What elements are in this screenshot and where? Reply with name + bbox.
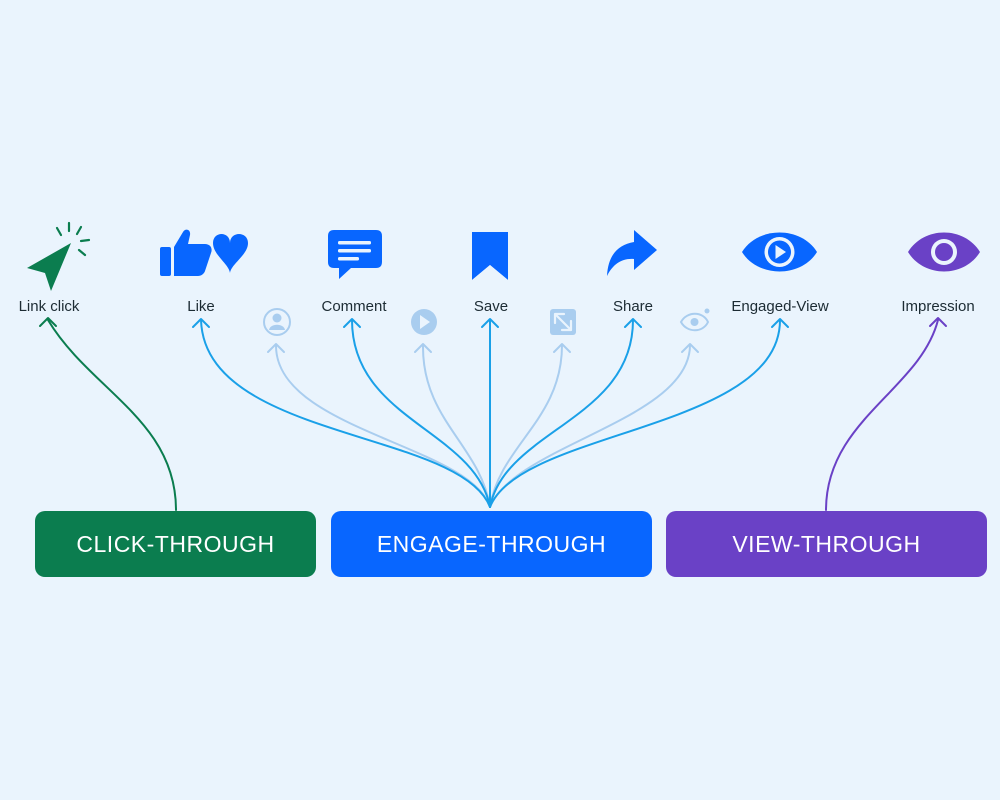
- comment-bubble-icon: [328, 230, 382, 279]
- action-label-link-click: Link click: [18, 298, 80, 315]
- connector-comment: [351, 319, 491, 508]
- view-through-label: VIEW-THROUGH: [732, 530, 921, 557]
- action-label-save: Save: [473, 298, 509, 315]
- connector-link-click: [47, 319, 177, 511]
- connector-share: [489, 319, 634, 508]
- action-label-comment: Comment: [321, 298, 387, 315]
- connector-profile: [274, 344, 491, 508]
- connectors: [39, 317, 947, 511]
- thumbs-up-heart-icon: [160, 229, 248, 276]
- connector-expand: [489, 344, 563, 508]
- action-label-impression: Impression: [901, 298, 975, 315]
- connector-engaged-view: [489, 319, 781, 508]
- connector-video: [421, 344, 491, 508]
- eye-icon: [908, 232, 980, 272]
- play-eye-icon: [742, 232, 817, 272]
- connector-viewed: [489, 344, 691, 508]
- share-arrow-icon: [607, 230, 657, 276]
- eye-outline-icon: [679, 308, 710, 332]
- action-label-like: Like: [187, 298, 215, 315]
- arrowhead-impression: [929, 317, 947, 327]
- expand-icon: [550, 309, 576, 335]
- connector-impression: [825, 319, 939, 511]
- play-circle-icon: [411, 309, 437, 335]
- click-through-box: CLICK-THROUGH: [35, 511, 316, 577]
- profile-icon: [263, 308, 291, 336]
- arrowhead-link-click: [39, 317, 57, 327]
- cursor-click-icon: [27, 221, 91, 291]
- bookmark-icon: [472, 232, 508, 280]
- click-through-label: CLICK-THROUGH: [76, 530, 275, 557]
- engage-through-box: ENGAGE-THROUGH: [331, 511, 652, 577]
- action-label-engaged-view: Engaged-View: [731, 298, 829, 315]
- connector-like: [200, 319, 491, 508]
- action-label-share: Share: [612, 298, 654, 315]
- engage-through-label: ENGAGE-THROUGH: [376, 530, 607, 557]
- view-through-box: VIEW-THROUGH: [666, 511, 987, 577]
